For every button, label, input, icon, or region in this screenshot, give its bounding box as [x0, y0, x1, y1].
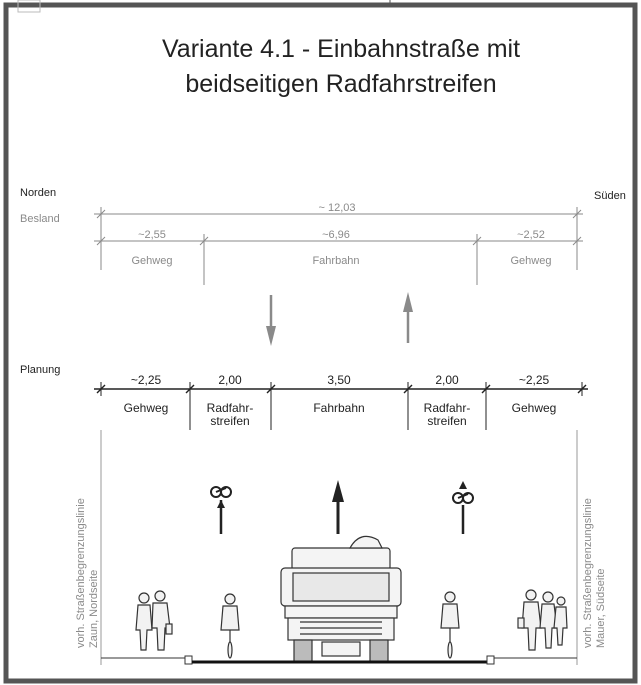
left-boundary-text-1: vorh. Straßenbegrenzungslinie: [75, 498, 87, 648]
planung-name-5: Gehweg: [512, 401, 557, 415]
arrow-down-icon: [266, 295, 276, 346]
planung-width-4: 2,00: [435, 373, 459, 387]
bestand-total-width: ~ 12,03: [318, 202, 355, 214]
bicycle-lane-icon: [452, 481, 474, 534]
planung-name-4a: Radfahr-: [424, 401, 471, 415]
south-label: Süden: [594, 190, 626, 202]
road-surface: [101, 655, 577, 665]
title-line-2: beidseitigen Radfahrstreifen: [185, 70, 496, 98]
planung-dimensions: [94, 382, 588, 430]
left-boundary-text-2: Zaun, Nordseite: [88, 570, 100, 648]
pedestrian-icon: [135, 590, 173, 651]
bestand-width-3: ~2,52: [517, 229, 545, 241]
bestand-dimensions: [94, 207, 583, 285]
corner-mark: [17, 0, 41, 13]
frame: [3, 2, 638, 684]
planung-width-1: ~2,25: [131, 373, 162, 387]
bicycle-lane-icon: [210, 486, 232, 534]
bestand-name-1: Gehweg: [132, 255, 173, 267]
bestand-name-2: Fahrbahn: [312, 255, 359, 267]
planung-name-3: Fahrbahn: [313, 401, 364, 415]
planung-name-4b: streifen: [427, 414, 466, 428]
planung-width-3: 3,50: [327, 373, 351, 387]
bestand-width-2: ~6,96: [322, 229, 350, 241]
arrow-up-icon: [332, 480, 344, 534]
planung-label: Planung: [20, 364, 60, 376]
planung-width-5: ~2,25: [519, 373, 550, 387]
right-boundary-text-1: vorh. Straßenbegrenzungslinie: [582, 498, 594, 648]
planung-width-2: 2,00: [218, 373, 242, 387]
arrow-up-icon: [403, 292, 413, 343]
planung-name-2b: streifen: [210, 414, 249, 428]
bestand-label: Besland: [20, 213, 60, 225]
bestand-width-1: ~2,55: [138, 229, 166, 241]
bestand-name-3: Gehweg: [511, 255, 552, 267]
cyclist-icon: [440, 591, 460, 659]
north-label: Norden: [20, 187, 56, 199]
truck-icon: [280, 535, 402, 663]
planung-name-2a: Radfahr-: [207, 401, 254, 415]
cyclist-icon: [220, 593, 240, 659]
pedestrian-icon: [517, 589, 568, 651]
planung-name-1: Gehweg: [124, 401, 169, 415]
right-boundary-text-2: Mauer, Südseite: [595, 569, 607, 649]
title-line-1: Variante 4.1 - Einbahnstraße mit: [162, 35, 520, 63]
